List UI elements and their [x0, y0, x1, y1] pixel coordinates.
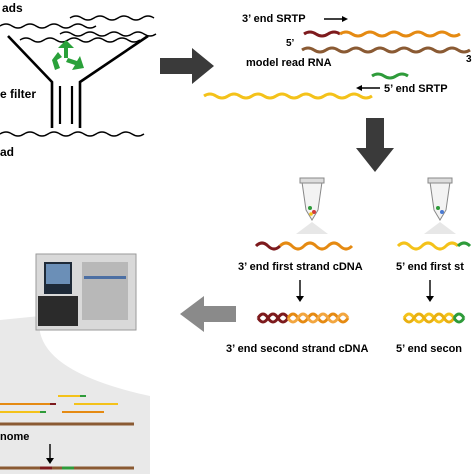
input-read-wave [69, 15, 155, 21]
second-strand-5prime-helix [452, 317, 466, 324]
model-read-rna-label: model read RNA [246, 57, 332, 69]
step-arrow-down-head [46, 458, 54, 464]
pointer-arrow-head [342, 16, 348, 22]
second-strand-3prime-helix [256, 312, 290, 324]
filter-label: e filter [0, 87, 36, 101]
srtp-3prime-read [339, 30, 461, 38]
model-read-rna-strand [301, 46, 471, 54]
reads-label: ads [2, 1, 23, 15]
funnel-outline [78, 34, 149, 128]
five-prime-srtp-label: 5’ end SRTP [384, 83, 448, 95]
srtp-binding-panel: 3’ end SRTP 5’ 3 model read RNA 5’ end S… [203, 13, 472, 100]
srtp-5prime-read [203, 92, 373, 100]
second-strand-5prime-helix [452, 312, 466, 319]
second-strand-5prime-label: 5’ end secon [396, 343, 462, 355]
output-read-wave [0, 131, 145, 137]
flow-arrow-left [180, 296, 236, 332]
srtp-5prime-adapter [371, 72, 409, 80]
recycle-icon [52, 40, 84, 70]
pointer-arrow-head [356, 85, 362, 91]
first-strand-5prime-adapter [456, 241, 472, 248]
second-strand-3prime-helix [256, 312, 290, 324]
funnel-filter: ads e filter ad [0, 1, 157, 159]
first-strand-3prime-label: 3’ end first strand cDNA [238, 261, 363, 273]
step-arrow-down-head [426, 296, 434, 302]
first-strand-3prime-adapter [254, 241, 282, 251]
funnel-outline [7, 35, 54, 128]
five-prime-mark: 5’ [286, 38, 295, 49]
flow-arrow-down [356, 118, 394, 172]
three-prime-mark-right: 3 [466, 54, 472, 65]
second-strand-5prime-helix [402, 312, 456, 324]
three-prime-srtp-label: 3’ end SRTP [242, 13, 306, 25]
srtp-3prime-adapter [303, 30, 341, 38]
flow-arrow-right [160, 48, 214, 84]
read-mapping: nome [0, 395, 134, 470]
pcr-tube-icon [424, 177, 456, 234]
first-strand-3prime-read [278, 241, 354, 251]
genome-label: nome [0, 431, 29, 443]
first-strand-5prime-read [396, 241, 460, 251]
step-arrow-down-head [296, 296, 304, 302]
read-bottom-label: ad [0, 145, 14, 159]
first-strand-synthesis: 3’ end first strand cDNA 5’ end first st [238, 177, 472, 302]
second-strand-3prime-label: 3’ end second strand cDNA [226, 343, 368, 355]
input-read-wave [19, 37, 141, 43]
input-read-wave [59, 31, 157, 37]
pcr-tube-icon [296, 177, 328, 234]
input-read-wave [0, 23, 97, 29]
second-strand-synthesis: 3’ end second strand cDNA 5’ end secon [226, 312, 466, 355]
second-strand-3prime-helix [286, 312, 350, 324]
first-strand-5prime-label: 5’ end first st [396, 261, 464, 273]
